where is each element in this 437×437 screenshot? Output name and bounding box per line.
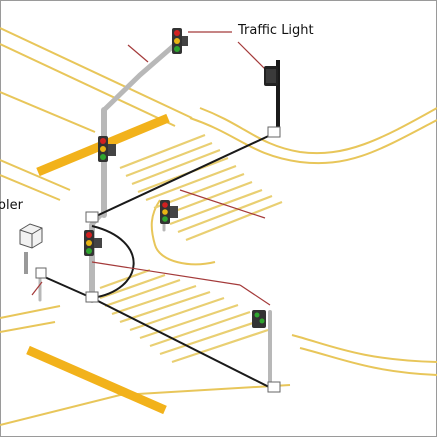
controller-cabinet-icon	[19, 223, 43, 274]
poles	[38, 39, 280, 390]
traffic-signal-icon	[84, 230, 102, 256]
leader-line	[179, 189, 266, 219]
crosswalk-stripe	[99, 273, 166, 300]
traffic-signal-icon	[160, 200, 178, 224]
road-edge-upper-left-inner	[0, 43, 176, 127]
junction-box	[267, 126, 281, 138]
crosswalk-stripe	[169, 188, 263, 226]
crosswalk-stripe	[119, 133, 206, 170]
road-edge-left-bottom	[0, 305, 61, 319]
traffic-signal-icon	[264, 66, 278, 86]
junction-box	[85, 211, 99, 223]
leader-line	[127, 44, 149, 63]
leader-line	[91, 261, 241, 286]
road-edge-right-upper-2	[199, 107, 437, 155]
cables	[39, 60, 280, 391]
road-edge-curb-corner	[150, 199, 216, 266]
stop-bar-lower	[26, 345, 167, 415]
cable-lower	[91, 297, 276, 391]
crosswalk-stripe	[131, 148, 221, 186]
crosswalk-stripe	[159, 318, 263, 356]
road-edge-right-lower-2	[299, 347, 437, 376]
crosswalk-stripe	[104, 278, 181, 308]
crosswalk-stripe	[99, 268, 151, 290]
pole-mast-arm	[101, 39, 181, 113]
crosswalk-stripe	[145, 164, 237, 202]
crosswalk-stripe	[177, 194, 273, 234]
road-edge-left-bottom-2	[0, 321, 56, 333]
leader-line	[31, 281, 43, 296]
crosswalk-stripe	[171, 328, 269, 364]
road-edge-left-mid	[0, 91, 96, 133]
road-edge-right-upper	[189, 117, 437, 165]
crosswalk-stripe	[149, 310, 251, 348]
crosswalk-stripe	[111, 284, 197, 316]
crosswalk-lower	[99, 268, 269, 364]
crosswalk-stripe	[139, 303, 239, 340]
cable-controller	[39, 274, 93, 299]
leader-line	[237, 41, 269, 73]
leader-line	[239, 284, 271, 306]
junction-box	[35, 267, 47, 279]
road-edge-right-lower	[291, 334, 437, 363]
traffic-signal-icon	[172, 28, 188, 54]
junction-box	[267, 381, 281, 393]
traffic-signal-icon	[98, 136, 116, 162]
junction-boxes	[35, 126, 281, 393]
leader-lines	[31, 31, 271, 306]
junction-box	[85, 291, 99, 303]
cable-upper	[91, 132, 276, 219]
crosswalk-stripe	[119, 290, 211, 324]
traffic-signal-icon	[252, 310, 266, 328]
crosswalk-stripe	[125, 141, 213, 178]
cable-curve	[91, 225, 135, 299]
crosswalk-stripe	[185, 200, 283, 242]
road-edge-upper-left-outer	[0, 27, 193, 119]
controller-label: oler	[0, 198, 23, 213]
traffic-light-label: Traffic Light	[238, 23, 314, 38]
road-edge-left-lower-2	[0, 174, 61, 201]
road-edge-left-lower	[0, 159, 71, 191]
stop-bars	[26, 113, 170, 415]
